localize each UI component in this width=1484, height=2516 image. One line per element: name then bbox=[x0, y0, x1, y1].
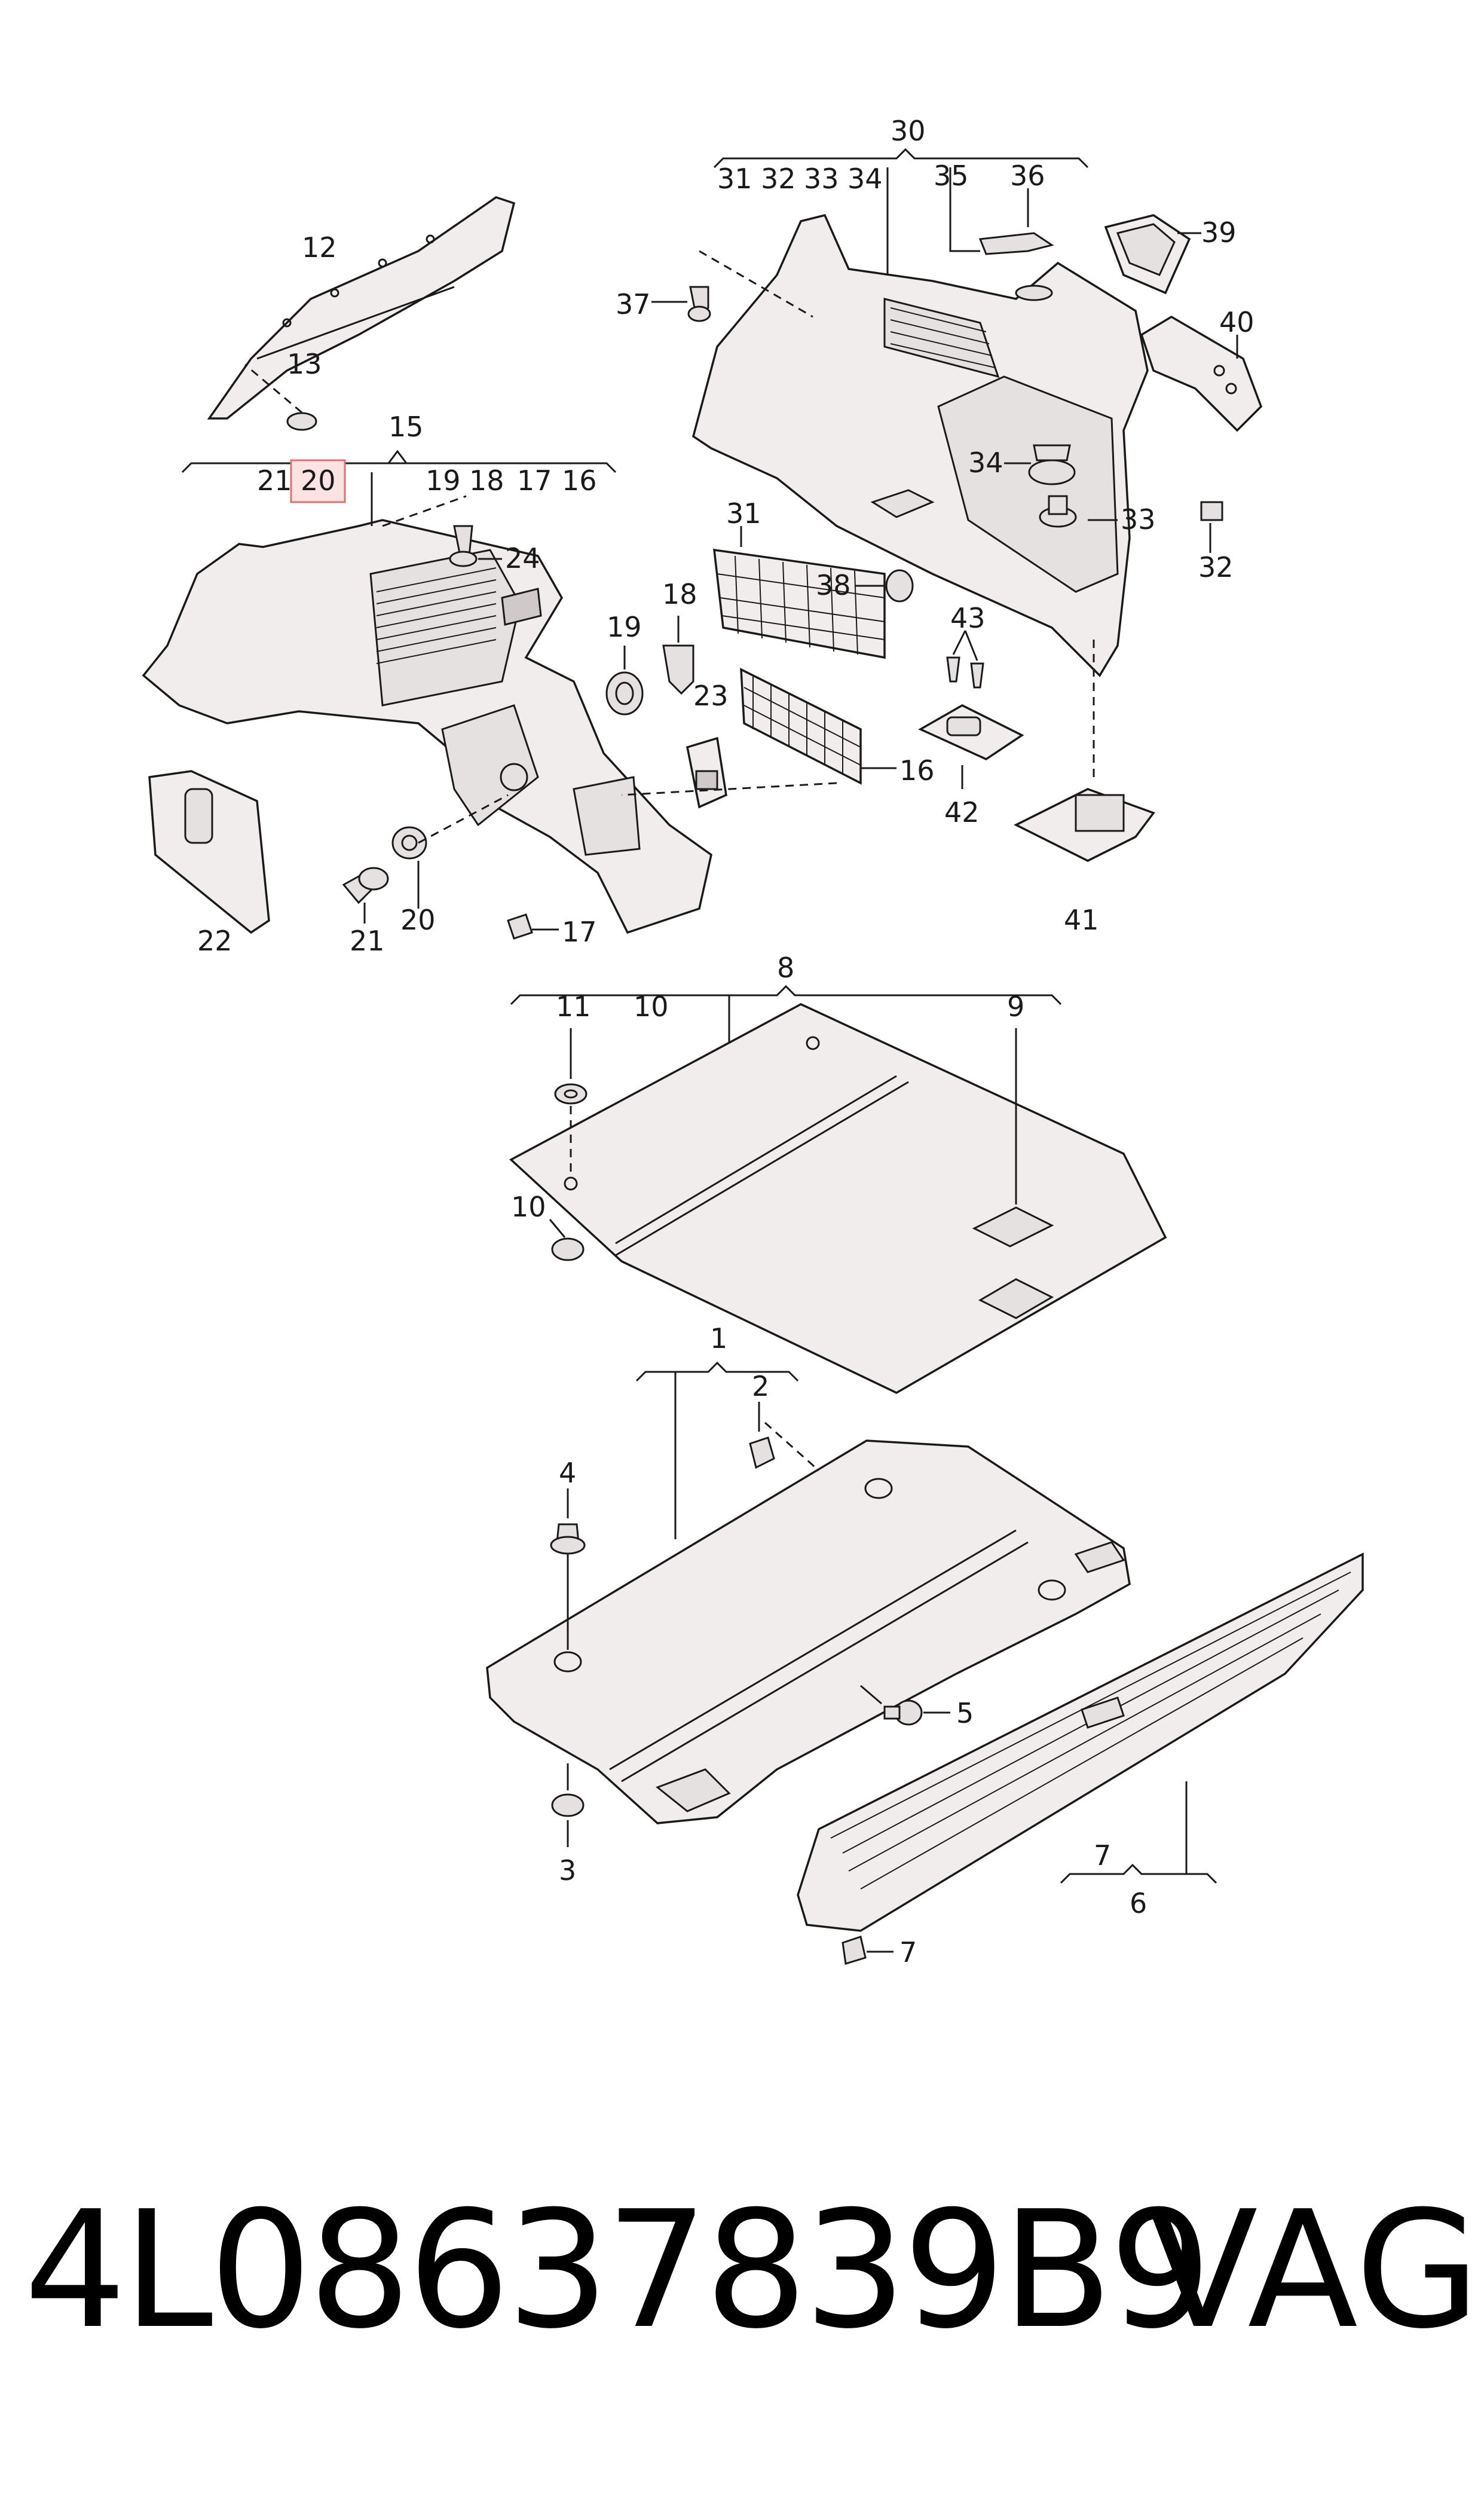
callout-10[interactable]: 10 bbox=[511, 1191, 546, 1223]
hook-23[interactable] bbox=[686, 736, 727, 809]
cap-34[interactable] bbox=[1028, 444, 1076, 485]
clip-18[interactable] bbox=[662, 644, 694, 695]
callout-13[interactable]: 13 bbox=[287, 348, 322, 380]
callout-6[interactable]: 6 bbox=[1130, 1887, 1147, 1919]
callout-34-header[interactable]: 34 bbox=[847, 163, 883, 195]
callout-32[interactable]: 32 bbox=[1198, 551, 1234, 583]
clip-13[interactable] bbox=[286, 412, 317, 431]
callout-8[interactable]: 8 bbox=[777, 952, 794, 984]
footer-caption: 4L08637839B9 VAG bbox=[24, 2176, 1480, 2364]
bolt-5[interactable] bbox=[883, 1699, 923, 1726]
clip-32[interactable] bbox=[1200, 501, 1223, 521]
callout-42[interactable]: 42 bbox=[944, 796, 980, 829]
callout-9[interactable]: 9 bbox=[1007, 990, 1024, 1023]
bolt-24[interactable] bbox=[449, 525, 478, 567]
callout-16[interactable]: 16 bbox=[899, 754, 935, 787]
callout-12[interactable]: 12 bbox=[302, 231, 337, 264]
callout-30[interactable]: 30 bbox=[891, 115, 926, 147]
clip-38[interactable] bbox=[885, 569, 914, 603]
callout-36[interactable]: 36 bbox=[1010, 160, 1045, 192]
grommet-11[interactable] bbox=[554, 1083, 588, 1105]
clip-7-bottom[interactable] bbox=[842, 1936, 867, 1965]
callout-19-header[interactable]: 19 bbox=[426, 464, 461, 497]
part-number: 4L08637839B9 bbox=[24, 2176, 1211, 2364]
nut-33[interactable] bbox=[1039, 495, 1077, 528]
sill-panel-6[interactable] bbox=[797, 1552, 1364, 1932]
callout-1[interactable]: 1 bbox=[710, 1322, 727, 1355]
highlight-box-20 bbox=[290, 459, 346, 503]
callout-7[interactable]: 7 bbox=[899, 1936, 917, 1968]
nut-3[interactable] bbox=[551, 1793, 585, 1817]
side-trim-panel-right[interactable] bbox=[691, 213, 1149, 677]
parcel-shelf-cover-12[interactable] bbox=[207, 196, 516, 420]
net-31-large[interactable] bbox=[713, 548, 886, 659]
net-16-small[interactable] bbox=[740, 668, 862, 785]
callout-23[interactable]: 23 bbox=[693, 680, 729, 712]
callout-33[interactable]: 33 bbox=[1121, 503, 1156, 536]
callout-21-header[interactable]: 21 bbox=[257, 464, 292, 497]
storage-cover-22[interactable] bbox=[148, 770, 270, 934]
callout-41[interactable]: 41 bbox=[1064, 904, 1099, 936]
callout-10-header[interactable]: 10 bbox=[634, 990, 669, 1023]
bracket-35[interactable] bbox=[978, 232, 1054, 301]
callout-18[interactable]: 18 bbox=[662, 578, 697, 610]
callout-18-header[interactable]: 18 bbox=[469, 464, 504, 497]
brand-name: VAG bbox=[1148, 2176, 1480, 2364]
screw-21[interactable] bbox=[342, 867, 389, 904]
washer-20[interactable] bbox=[391, 826, 427, 860]
callout-7-header[interactable]: 7 bbox=[1094, 1839, 1111, 1872]
cover-42[interactable] bbox=[918, 704, 1024, 760]
callout-31[interactable]: 31 bbox=[726, 497, 761, 530]
callout-32-header[interactable]: 32 bbox=[761, 163, 796, 195]
callout-17-header[interactable]: 17 bbox=[517, 464, 552, 497]
bracket-41[interactable] bbox=[1014, 788, 1155, 862]
callout-4[interactable]: 4 bbox=[559, 1457, 576, 1489]
nut-4[interactable] bbox=[550, 1523, 586, 1555]
callout-40[interactable]: 40 bbox=[1219, 306, 1254, 338]
screw-43[interactable] bbox=[946, 656, 984, 689]
clip-17-left[interactable] bbox=[507, 913, 533, 940]
clip-2[interactable] bbox=[749, 1436, 775, 1469]
callout-20[interactable]: 20 bbox=[400, 904, 436, 936]
bracket-40[interactable] bbox=[1140, 315, 1263, 432]
callout-19[interactable]: 19 bbox=[607, 611, 642, 643]
callout-20-header[interactable]: 20 bbox=[301, 464, 336, 497]
handle-9[interactable] bbox=[972, 1206, 1054, 1319]
load-floor-1[interactable] bbox=[486, 1439, 1131, 1824]
callout-43[interactable]: 43 bbox=[950, 602, 986, 634]
callout-21[interactable]: 21 bbox=[350, 925, 385, 957]
callout-24[interactable]: 24 bbox=[505, 542, 540, 574]
callout-16-header[interactable]: 16 bbox=[562, 464, 597, 497]
callout-33-header[interactable]: 33 bbox=[804, 163, 839, 195]
callout-31-header[interactable]: 31 bbox=[717, 163, 752, 195]
callout-5[interactable]: 5 bbox=[956, 1697, 974, 1729]
callout-11[interactable]: 11 bbox=[556, 990, 591, 1023]
floor-cover-8[interactable] bbox=[509, 1003, 1167, 1394]
callout-17[interactable]: 17 bbox=[562, 916, 597, 948]
callout-37[interactable]: 37 bbox=[616, 288, 651, 320]
callout-35[interactable]: 35 bbox=[934, 160, 969, 192]
callout-3[interactable]: 3 bbox=[559, 1854, 576, 1887]
callout-34[interactable]: 34 bbox=[968, 447, 1003, 479]
callout-22[interactable]: 22 bbox=[197, 925, 232, 957]
callout-39[interactable]: 39 bbox=[1201, 216, 1237, 249]
callout-2[interactable]: 2 bbox=[752, 1370, 769, 1402]
grommet-10[interactable] bbox=[551, 1237, 585, 1261]
clip-37[interactable] bbox=[687, 286, 711, 322]
callout-38[interactable]: 38 bbox=[816, 569, 851, 601]
expanding-nut-19[interactable] bbox=[605, 671, 644, 716]
cover-39[interactable] bbox=[1104, 214, 1191, 295]
callout-15[interactable]: 15 bbox=[388, 411, 424, 443]
exploded-parts-diagram: 12 13 15 21 20 19 18 17 16 24 19 18 23 1… bbox=[142, 115, 1364, 1968]
side-trim-panel-left[interactable] bbox=[142, 519, 712, 934]
